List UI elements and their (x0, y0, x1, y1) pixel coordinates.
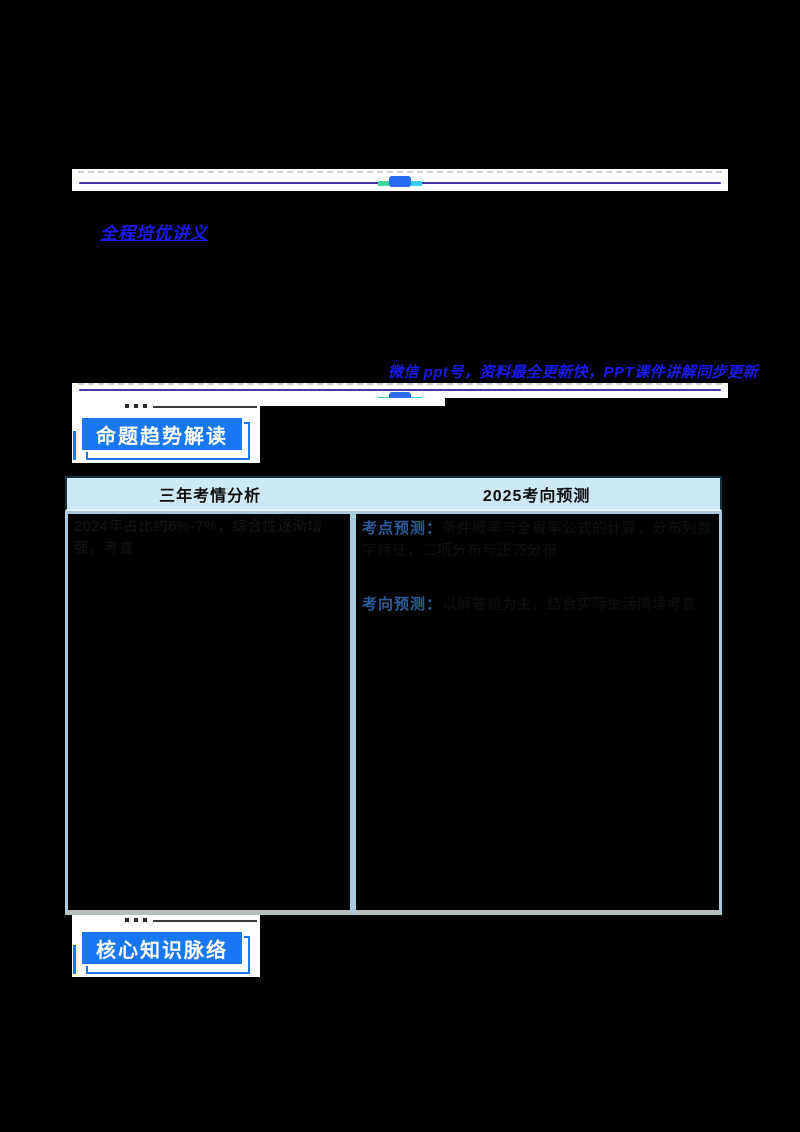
prediction-label: 考向预测： (362, 595, 443, 613)
core-section-badge: 核心知识脉络 (72, 915, 260, 977)
prediction-item: 考向预测：以解答题为主，结合实际生活情境考查 (362, 593, 713, 617)
table-header-left: 三年考情分析 (159, 487, 262, 505)
divider-line (79, 389, 721, 391)
exam-analysis-table: 三年考情分析 2025考向预测 2024年占比约6%-7%，综合性逐渐增强，考查… (65, 476, 722, 915)
dots-icon (125, 918, 147, 922)
marker-blue-tab (389, 176, 411, 187)
core-badge: 核心知识脉络 (80, 930, 244, 966)
dots-icon (125, 404, 147, 408)
table-header-right: 2025考向预测 (482, 487, 591, 505)
divider-marker-icon (378, 172, 422, 188)
badge-left-bar (73, 431, 76, 460)
prediction-label: 考点预测： (362, 520, 443, 537)
table-body: 2024年占比约6%-7%，综合性逐渐增强，考查 考点预测：条件概率与全概率公式… (65, 511, 722, 915)
trend-badge-label: 命题趋势解读 (96, 425, 228, 448)
prediction-item: 考点预测：条件概率与全概率公式的计算，分布列数字特征，二项分布与正态分布 (362, 517, 713, 563)
analysis-text: 2024年占比约6%-7%，综合性逐渐增强，考查 (74, 519, 323, 557)
marker-green-segment (378, 181, 398, 186)
prediction-text: 条件概率与全概率公式的计算，分布列数字特征，二项分布与正态分布 (362, 521, 713, 559)
prediction-cell: 考点预测：条件概率与全概率公式的计算，分布列数字特征，二项分布与正态分布 考向预… (353, 511, 722, 915)
promo-watermark: 微信 ppt号，资料最全更新快，PPT课件讲解同步更新 (388, 364, 759, 381)
dashed-line (78, 171, 722, 173)
dashed-line (78, 383, 722, 385)
trend-badge: 命题趋势解读 (80, 416, 244, 452)
table-header-row: 三年考情分析 2025考向预测 (65, 476, 722, 511)
top-divider-band (72, 169, 728, 191)
section-divider-band (72, 383, 728, 403)
trend-section-badge: 命题趋势解读 (72, 401, 260, 463)
core-badge-label: 核心知识脉络 (96, 939, 228, 962)
marker-blue-tab (389, 392, 411, 403)
badge-top-rule (153, 406, 257, 408)
marker-cyan-segment (402, 181, 422, 186)
prediction-text: 以解答题为主，结合实际生活情境考查 (442, 596, 698, 613)
brand-watermark: 全程培优讲义 (100, 224, 208, 243)
three-year-analysis-cell: 2024年占比约6%-7%，综合性逐渐增强，考查 (65, 511, 353, 915)
badge-top-rule (153, 920, 257, 922)
badge-left-bar (73, 945, 76, 974)
